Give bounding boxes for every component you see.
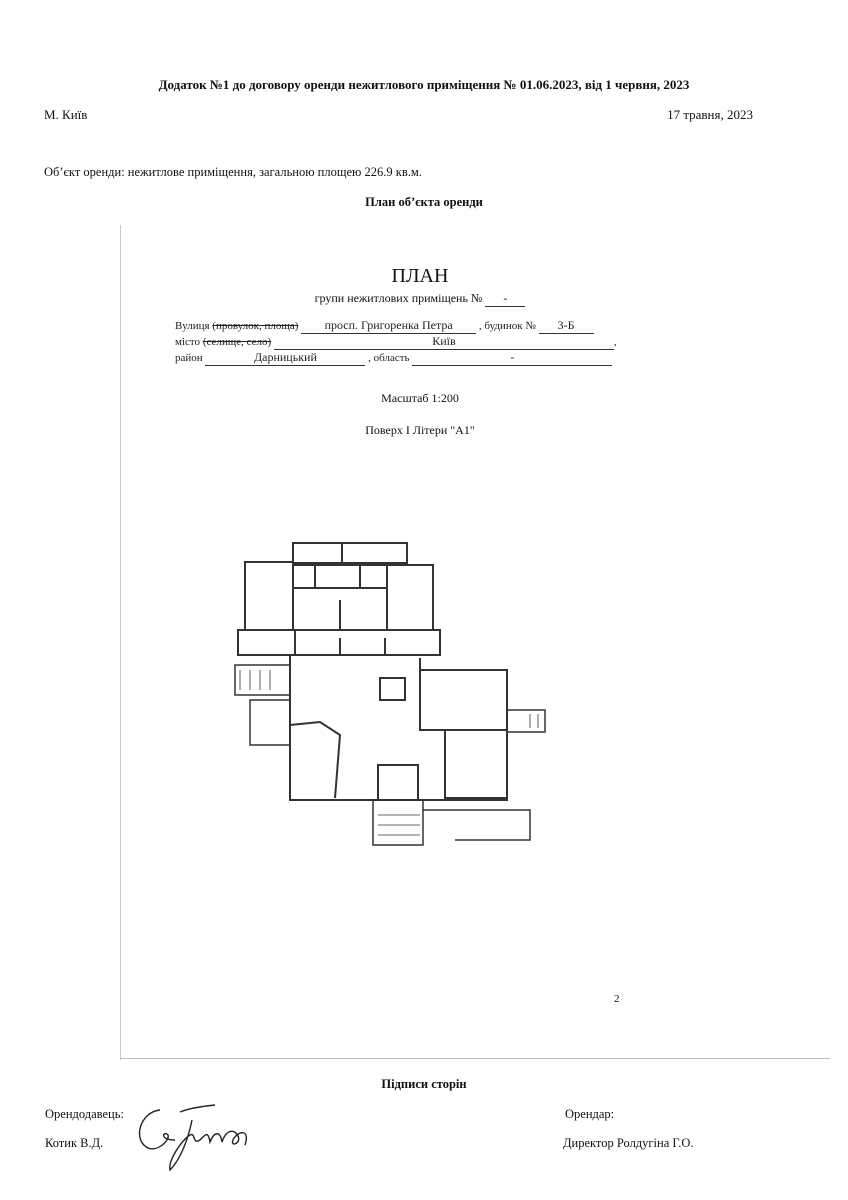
document-title: Додаток №1 до договору оренди нежитловог… — [158, 77, 690, 92]
floor-label: Поверх I Літери "А1" — [365, 423, 475, 437]
room — [244, 561, 294, 631]
city-label: місто — [175, 336, 201, 348]
region-value: - — [412, 350, 613, 366]
plan-subtitle: групи нежитлових приміщень № - — [120, 291, 720, 307]
district-label: район — [175, 352, 203, 364]
room — [377, 764, 419, 801]
scan-edge — [120, 225, 121, 1060]
stairs — [249, 699, 291, 746]
scale: Масштаб 1:200 — [381, 391, 459, 405]
region-label: , область — [368, 352, 410, 364]
scan-edge-bottom — [120, 1058, 830, 1059]
city-value: Київ — [273, 334, 614, 350]
tenant-label: Орендар: — [565, 1107, 615, 1121]
plan-heading: План об’єкта оренди — [365, 195, 483, 209]
city-struck: (селище, село) — [202, 336, 272, 348]
room — [292, 542, 408, 564]
stairs — [234, 664, 291, 696]
landlord-label: Орендодавець: — [45, 1107, 124, 1121]
subtitle-text: групи нежитлових приміщень № — [314, 291, 483, 305]
street-value: просп. Григоренка Петра — [301, 318, 477, 334]
street-line: Вулиця (провулок, площа) просп. Григорен… — [175, 318, 594, 334]
tenant-name: Директор Ролдугіна Г.О. — [563, 1136, 694, 1150]
object-description: Об’єкт оренди: нежитлове приміщення, заг… — [44, 165, 422, 179]
street-label: Вулиця — [175, 320, 210, 332]
district-value: Дарницький — [205, 350, 366, 366]
landlord-name: Котик В.Д. — [45, 1136, 104, 1150]
plan-title: ПЛАН — [391, 265, 449, 287]
stairs — [372, 799, 424, 846]
group-number: - — [485, 291, 526, 307]
hall-outline — [289, 655, 508, 801]
ramp — [423, 809, 531, 841]
room — [444, 729, 508, 799]
building-value: 3-Б — [538, 318, 594, 334]
floor-plan-drawing — [234, 542, 546, 846]
signatures-heading: Підписи сторін — [381, 1077, 467, 1091]
page-number: 2 — [614, 993, 620, 1005]
city: М. Київ — [44, 107, 88, 122]
room — [379, 677, 406, 701]
room — [419, 669, 508, 731]
street-struck: (провулок, площа) — [212, 320, 299, 332]
district-line: район Дарницький , область - — [175, 350, 613, 366]
date: 17 травня, 2023 — [667, 107, 753, 122]
landlord-signature — [138, 1104, 247, 1172]
city-line: місто (селище, село) Київ, — [175, 334, 617, 350]
stairs — [506, 709, 546, 733]
room-wall — [289, 720, 342, 799]
building-label: , будинок № — [478, 320, 536, 332]
